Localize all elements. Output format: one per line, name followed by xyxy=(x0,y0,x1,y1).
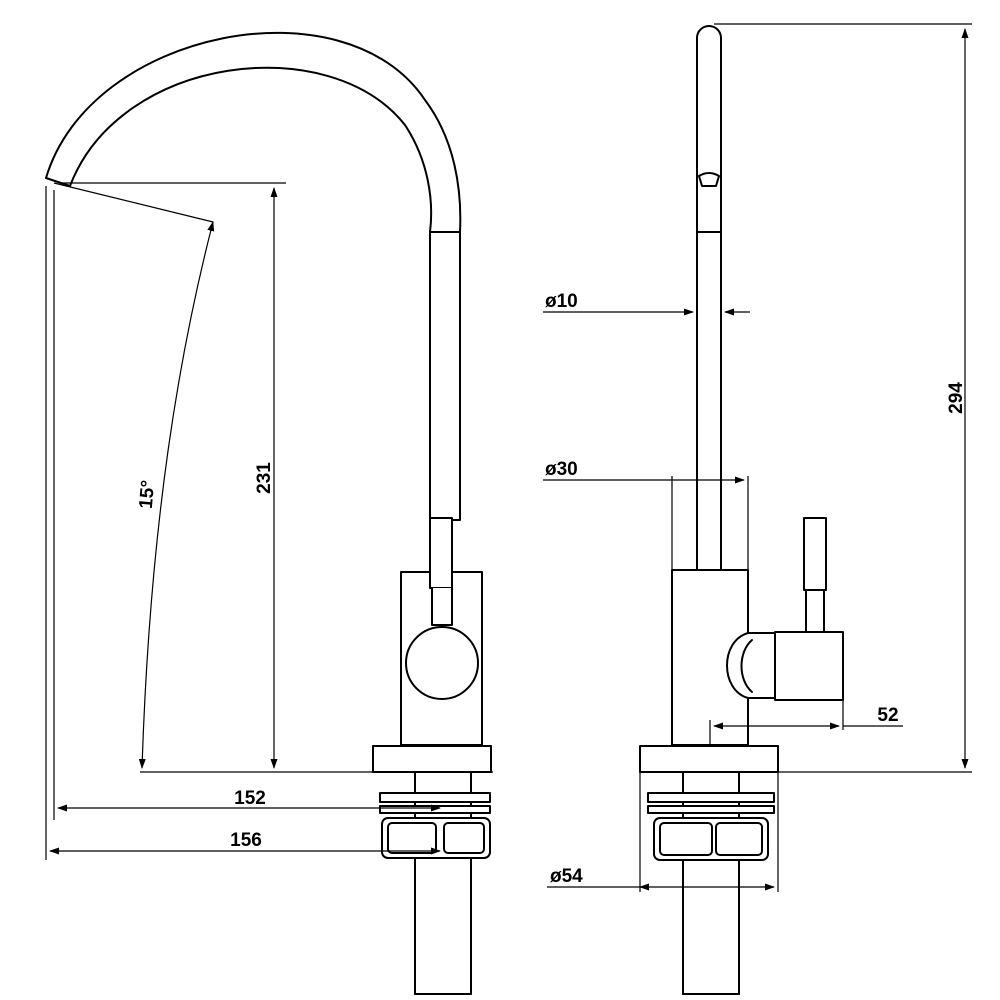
side-view: 231 15° 152 156 xyxy=(45,31,493,995)
dim-label-294: 294 xyxy=(946,382,967,414)
front-spout-outlet xyxy=(698,172,720,187)
dim-label-52: 52 xyxy=(877,705,898,726)
side-spout-tip xyxy=(45,177,71,187)
side-handle-lever xyxy=(429,517,453,589)
dim-label-152: 152 xyxy=(234,788,266,809)
side-spout-outer xyxy=(45,31,462,233)
side-base-plate xyxy=(372,745,492,773)
angle-ray xyxy=(53,182,214,223)
side-handle-neck xyxy=(431,587,453,626)
side-handle-knob xyxy=(405,626,479,700)
front-handle-hub xyxy=(726,632,776,699)
side-thread-lower xyxy=(414,857,472,995)
dim-label-angle: 15° xyxy=(136,479,159,509)
front-washer-top xyxy=(647,792,775,803)
dim-label-diameter-10: ø10 xyxy=(545,291,578,312)
side-nut-inner xyxy=(387,822,437,854)
front-nut-inner-2 xyxy=(715,822,763,856)
dim-label-156: 156 xyxy=(230,830,262,851)
side-washer-top xyxy=(379,792,491,803)
dim-label-diameter-30: ø30 xyxy=(545,459,578,480)
front-spout-pipe xyxy=(696,25,722,571)
front-handle-hub-inner xyxy=(740,639,753,693)
front-handle-cap xyxy=(774,631,844,701)
side-washer-bottom xyxy=(379,805,491,814)
front-nut-inner xyxy=(659,822,713,856)
angle-arc xyxy=(138,221,215,769)
dim-label-diameter-54: ø54 xyxy=(550,866,583,887)
side-spout-stem xyxy=(429,231,461,521)
front-view: 294 ø10 ø30 52 ø54 xyxy=(543,23,972,995)
side-spout-inner xyxy=(69,66,433,233)
front-washer-bottom xyxy=(647,805,775,814)
dim-label-231: 231 xyxy=(254,462,275,494)
front-handle-neck xyxy=(805,589,825,633)
front-thread-lower xyxy=(682,859,740,995)
front-handle-lever xyxy=(803,517,827,591)
front-base-plate xyxy=(639,745,779,773)
side-nut-inner-2 xyxy=(443,822,485,854)
